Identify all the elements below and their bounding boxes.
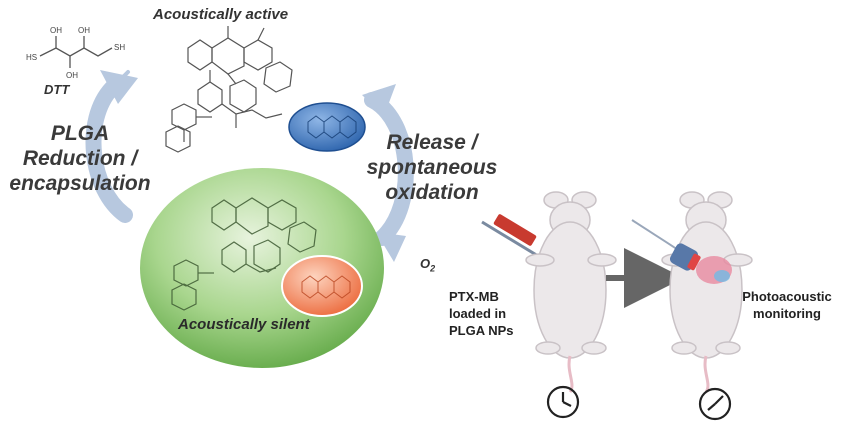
photoacoustic-label: Photoacoustic monitoring xyxy=(732,288,842,322)
clock-icon xyxy=(546,385,580,419)
active-dye-ellipse xyxy=(288,102,366,152)
plga-reduction-line-3: encapsulation xyxy=(9,172,151,195)
photoacoustic-line-2: monitoring xyxy=(753,306,821,321)
svg-text:HS: HS xyxy=(26,53,37,62)
release-oxidation-line-3: oxidation xyxy=(385,181,479,204)
plga-reduction-line-1: PLGA xyxy=(50,122,110,145)
svg-text:OH: OH xyxy=(66,71,78,80)
svg-text:OH: OH xyxy=(78,26,90,35)
plga-reduction-label: PLGA Reduction / encapsulation xyxy=(6,121,154,196)
release-oxidation-line-1: Release / xyxy=(386,131,478,154)
plga-reduction-line-2: Reduction / xyxy=(22,147,138,170)
cycle-arrowhead-bottom xyxy=(376,232,406,262)
silent-molecule-structure-icon xyxy=(171,197,317,311)
silent-dye-structure-icon xyxy=(301,275,351,299)
acoustically-active-label: Acoustically active xyxy=(153,6,289,23)
tumor-signal-icon xyxy=(714,270,730,282)
svg-text:SH: SH xyxy=(114,43,125,52)
cycle-arrowhead-left xyxy=(100,70,138,104)
active-dye-structure-icon xyxy=(307,115,357,139)
svg-text:OH: OH xyxy=(50,26,62,35)
ptx-mb-line-3: PLGA NPs xyxy=(449,323,514,338)
cycle-arrowhead-right xyxy=(362,84,396,116)
clock-icon xyxy=(698,387,732,421)
ptx-mb-line-2: loaded in xyxy=(449,306,507,321)
release-oxidation-label: Release / spontaneous oxidation xyxy=(362,130,502,205)
dtt-label: DTT xyxy=(44,82,70,97)
acoustically-silent-label: Acoustically silent xyxy=(178,316,310,333)
molecule-structure-icon xyxy=(165,26,293,153)
mouse-icon xyxy=(525,191,617,393)
ptx-mb-label: PTX-MB loaded in PLGA NPs xyxy=(449,288,529,339)
silent-dye-ellipse xyxy=(281,255,363,317)
ultrasound-probe-icon xyxy=(631,219,701,271)
oxygen-symbol: O xyxy=(420,256,431,271)
oxygen-label: O2 xyxy=(420,256,435,274)
photoacoustic-line-1: Photoacoustic xyxy=(742,289,832,304)
ptx-mb-line-1: PTX-MB xyxy=(449,289,499,304)
oxygen-subscript: 2 xyxy=(430,263,436,274)
release-oxidation-line-2: spontaneous xyxy=(366,156,498,179)
dtt-structure-icon: HS OH OH OH SH xyxy=(26,26,125,80)
